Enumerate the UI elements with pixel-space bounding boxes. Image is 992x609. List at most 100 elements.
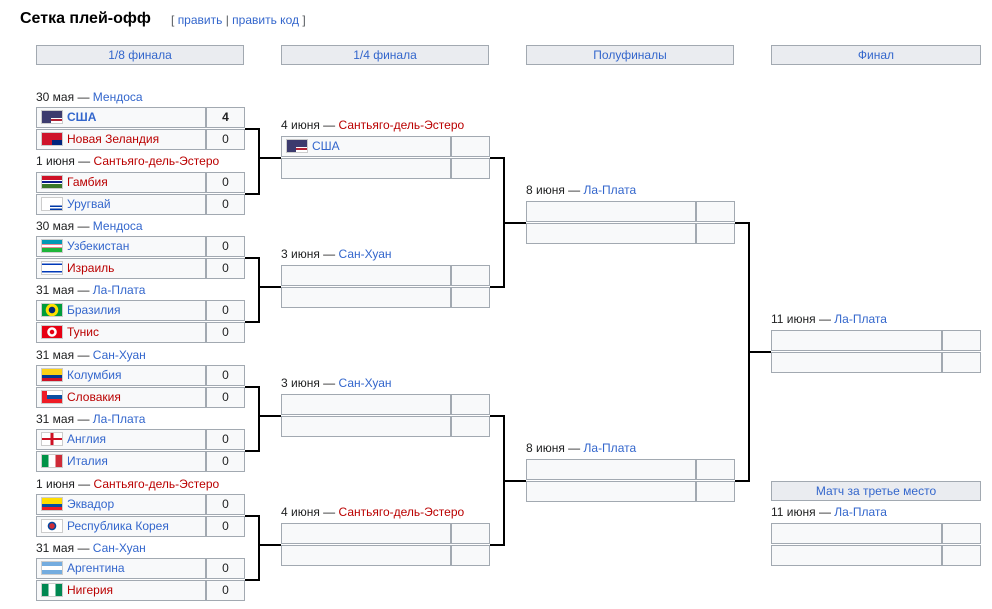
team-link[interactable]: Республика Корея	[67, 519, 169, 533]
bracket-line	[245, 193, 260, 195]
brazil-flag-icon	[41, 303, 63, 317]
round-header-final[interactable]: Финал	[771, 45, 981, 65]
match-date: 31 мая — Сан-Хуан	[36, 348, 146, 362]
team-link[interactable]: Аргентина	[67, 561, 125, 575]
venue-link[interactable]: Сантьяго-дель-Эстеро	[338, 505, 465, 519]
team-link[interactable]: Англия	[67, 432, 106, 446]
italy-flag-icon	[41, 454, 63, 468]
round-header-sf[interactable]: Полуфиналы	[526, 45, 734, 65]
venue-link[interactable]: Ла-Плата	[834, 312, 887, 326]
team-link[interactable]: Уругвай	[67, 197, 111, 211]
team-cell: Узбекистан	[36, 236, 206, 257]
round-header-qf[interactable]: 1/4 финала	[281, 45, 489, 65]
team-cell: Эквадор	[36, 494, 206, 515]
usa-flag-icon	[286, 139, 308, 153]
team-link[interactable]: Новая Зеландия	[67, 132, 160, 146]
team-link[interactable]: Колумбия	[67, 368, 122, 382]
team-cell: Новая Зеландия	[36, 129, 206, 150]
new-zealand-flag-icon	[41, 132, 63, 146]
team-link[interactable]: Бразилия	[67, 303, 121, 317]
bracket-line	[245, 128, 260, 130]
team-link[interactable]: США	[312, 139, 340, 153]
score-cell	[451, 136, 490, 157]
bracket-line	[735, 222, 750, 224]
team-cell: Италия	[36, 451, 206, 472]
score-cell: 0	[206, 194, 245, 215]
venue-link[interactable]: Ла-Плата	[834, 505, 887, 519]
uzbekistan-flag-icon	[41, 239, 63, 253]
venue-link[interactable]: Ла-Плата	[583, 441, 637, 455]
venue-link[interactable]: Сан-Хуан	[92, 348, 146, 362]
venue-link[interactable]: Сантьяго-дель-Эстеро	[338, 118, 465, 132]
score-cell: 0	[206, 365, 245, 386]
team-cell	[526, 459, 696, 480]
score-cell: 0	[206, 451, 245, 472]
team-link[interactable]: Эквадор	[67, 497, 115, 511]
score-cell: 0	[206, 558, 245, 579]
team-link[interactable]: Нигерия	[67, 583, 114, 597]
korea-flag-icon	[41, 519, 63, 533]
bracket-line	[490, 415, 505, 417]
team-cell	[526, 223, 696, 244]
team-link[interactable]: Словакия	[67, 390, 121, 404]
venue-link[interactable]: Ла-Плата	[583, 183, 637, 197]
venue-link[interactable]: Сан-Хуан	[338, 376, 392, 390]
third-place-header[interactable]: Матч за третье место	[771, 481, 981, 501]
edit-code-link[interactable]: править код	[232, 13, 299, 27]
team-cell	[771, 523, 942, 544]
team-link[interactable]: Италия	[67, 454, 108, 468]
team-cell	[771, 352, 942, 373]
venue-link[interactable]: Мендоса	[92, 90, 143, 104]
team-cell: Колумбия	[36, 365, 206, 386]
score-cell	[451, 394, 490, 415]
match-date: 3 июня — Сан-Хуан	[281, 376, 392, 390]
edit-bracket-open: [	[171, 13, 175, 27]
team-cell	[281, 394, 451, 415]
match-date: 4 июня — Сантьяго-дель-Эстеро	[281, 505, 465, 519]
venue-link[interactable]: Сан-Хуан	[92, 541, 146, 555]
team-cell: Англия	[36, 429, 206, 450]
venue-link[interactable]: Сантьяго-дель-Эстеро	[93, 477, 220, 491]
team-cell: Аргентина	[36, 558, 206, 579]
edit-bracket-close: ]	[302, 13, 306, 27]
israel-flag-icon	[41, 261, 63, 275]
team-link[interactable]: Израиль	[67, 261, 115, 275]
team-cell	[281, 265, 451, 286]
score-cell: 0	[206, 494, 245, 515]
team-link[interactable]: Гамбия	[67, 175, 108, 189]
score-cell	[451, 158, 490, 179]
venue-link[interactable]: Ла-Плата	[92, 283, 146, 297]
bracket-line	[490, 286, 505, 288]
score-cell: 0	[206, 516, 245, 537]
usa-flag-icon	[41, 110, 63, 124]
score-cell: 0	[206, 129, 245, 150]
bracket-line	[245, 386, 260, 388]
team-link[interactable]: Узбекистан	[67, 239, 130, 253]
slovakia-flag-icon	[41, 390, 63, 404]
bracket-line	[503, 222, 526, 224]
page-title: Сетка плей-офф	[20, 10, 151, 27]
bracket-line	[490, 157, 505, 159]
match-date: 31 мая — Ла-Плата	[36, 283, 146, 297]
edit-link[interactable]: править	[177, 13, 223, 27]
venue-link[interactable]: Ла-Плата	[92, 412, 146, 426]
team-cell	[526, 201, 696, 222]
team-cell	[281, 416, 451, 437]
team-cell: Тунис	[36, 322, 206, 343]
venue-link[interactable]: Сантьяго-дель-Эстеро	[93, 154, 220, 168]
score-cell	[451, 265, 490, 286]
venue-link[interactable]: Сан-Хуан	[338, 247, 392, 261]
edit-separator: |	[225, 13, 229, 27]
team-link[interactable]: США	[67, 110, 97, 124]
venue-link[interactable]: Мендоса	[92, 219, 143, 233]
score-cell	[696, 201, 735, 222]
score-cell	[451, 287, 490, 308]
team-cell	[281, 523, 451, 544]
team-link[interactable]: Тунис	[67, 325, 99, 339]
edit-links: [ править | править код ]	[171, 13, 306, 27]
ecuador-flag-icon	[41, 497, 63, 511]
score-cell: 0	[206, 580, 245, 601]
round-header-r16[interactable]: 1/8 финала	[36, 45, 244, 65]
team-cell: Республика Корея	[36, 516, 206, 537]
team-cell: Гамбия	[36, 172, 206, 193]
